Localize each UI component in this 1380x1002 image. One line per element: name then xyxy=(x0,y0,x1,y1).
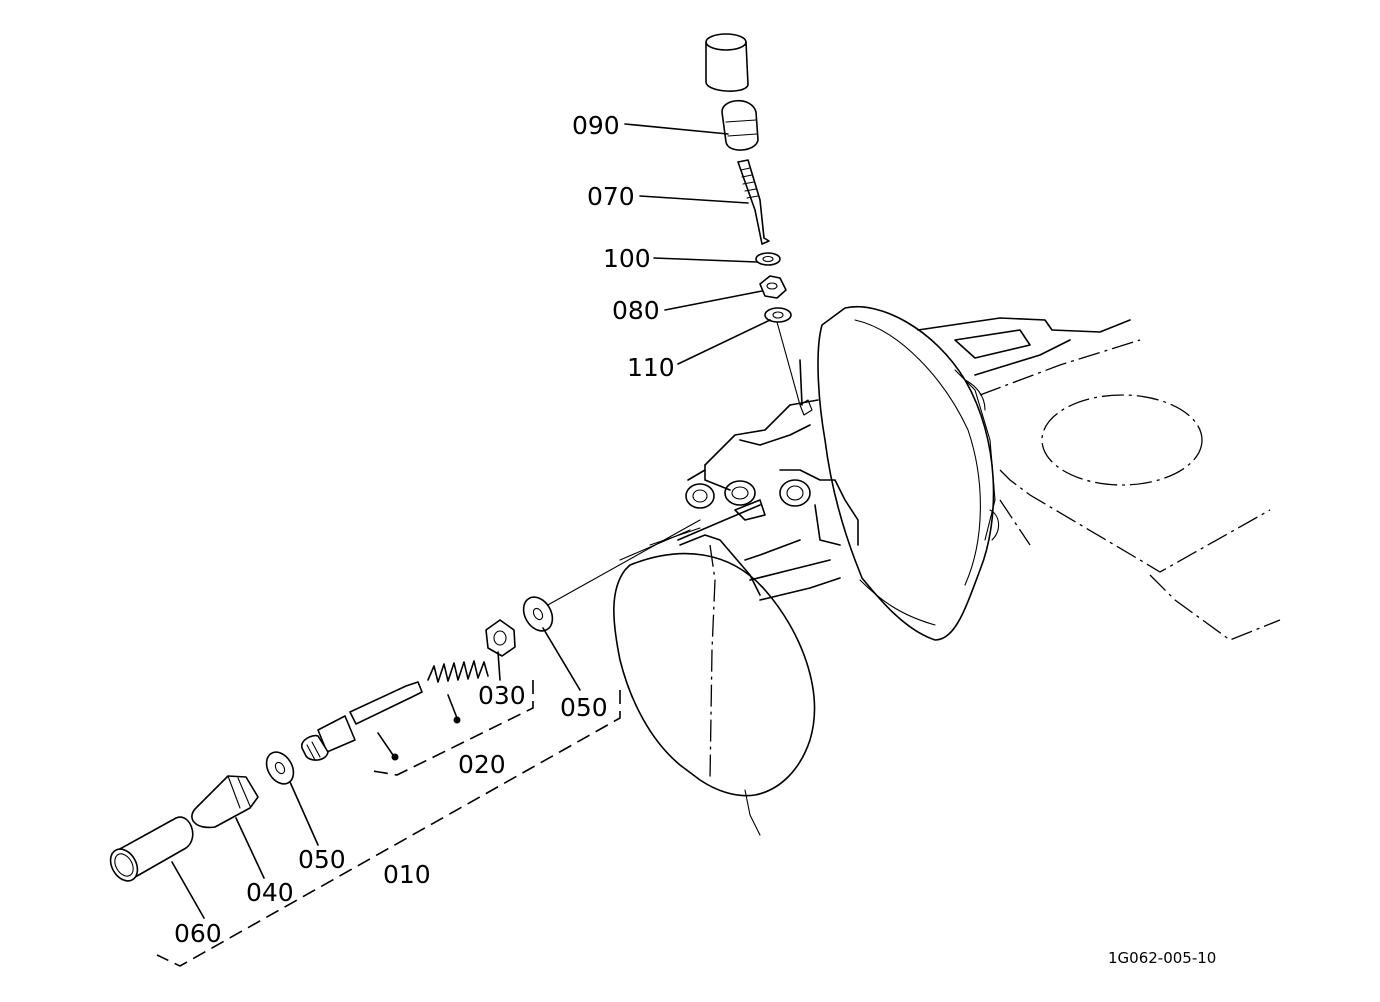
group-brackets xyxy=(156,680,621,967)
vertical-assembly xyxy=(705,33,801,406)
label-080: 080 xyxy=(612,296,660,325)
label-070: 070 xyxy=(587,182,635,211)
label-100: 100 xyxy=(603,244,651,273)
reference-dot xyxy=(453,716,461,724)
label-110: 110 xyxy=(627,353,675,382)
plunger-rod xyxy=(301,681,423,761)
part-070-rod xyxy=(737,159,770,245)
spring-part xyxy=(427,660,489,683)
label-020: 020 xyxy=(458,750,506,779)
label-010: 010 xyxy=(383,860,431,889)
label-040: 040 xyxy=(246,878,294,907)
label-050-lower: 050 xyxy=(298,845,346,874)
cap-part xyxy=(705,33,749,92)
part-050-washer-upper xyxy=(522,596,554,632)
part-080-nut xyxy=(759,275,787,299)
axis-line xyxy=(776,321,801,406)
bracket-020 xyxy=(366,680,534,776)
label-050-upper: 050 xyxy=(560,693,608,722)
part-050-washer-lower xyxy=(265,751,295,785)
label-060: 060 xyxy=(174,919,222,948)
label-090: 090 xyxy=(572,111,620,140)
part-110-washer xyxy=(764,307,792,323)
engine-housing xyxy=(613,306,1281,836)
leader-lines xyxy=(171,123,771,919)
bracket-010 xyxy=(156,690,621,967)
part-100-washer xyxy=(755,252,781,266)
part-030-nut xyxy=(485,619,516,657)
horizontal-assembly xyxy=(109,519,701,882)
part-labels: 090 070 100 080 110 030 050 020 050 010 … xyxy=(174,111,1216,967)
part-040-cap-nut xyxy=(191,775,259,829)
label-030: 030 xyxy=(478,681,526,710)
figure-code: 1G062-005-10 xyxy=(1108,949,1216,967)
part-090-nut xyxy=(721,99,759,151)
axis-line xyxy=(545,519,701,607)
part-060-cover xyxy=(109,816,194,882)
